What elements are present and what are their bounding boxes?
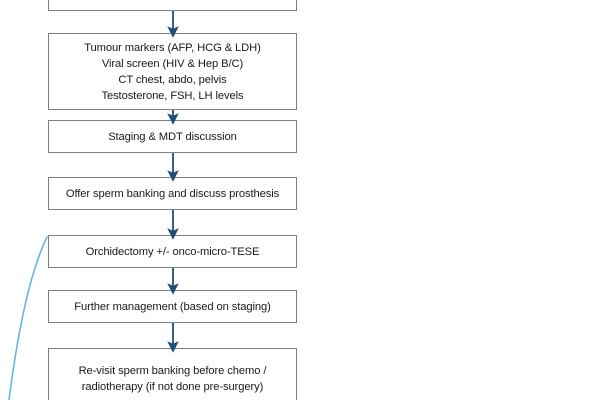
node-staging-mdt-label: Staging & MDT discussion xyxy=(108,130,237,143)
feedback-curve xyxy=(8,236,48,400)
node-further-management-label: Further management (based on staging) xyxy=(74,300,271,313)
node-investigations-label: Tumour markers (AFP, HCG & LDH) Viral sc… xyxy=(84,41,261,102)
node-revisit-sperm-banking-label: Re-visit sperm banking before chemo / ra… xyxy=(78,365,267,393)
node-staging-mdt: Staging & MDT discussion xyxy=(48,120,297,153)
node-orchidectomy-label: Orchidectomy +/- onco-micro-TESE xyxy=(85,245,260,258)
node-revisit-sperm-banking: Re-visit sperm banking before chemo / ra… xyxy=(48,348,297,400)
node-top-partial xyxy=(48,0,297,11)
node-investigations: Tumour markers (AFP, HCG & LDH) Viral sc… xyxy=(48,33,297,110)
node-further-management: Further management (based on staging) xyxy=(48,290,297,323)
node-orchidectomy: Orchidectomy +/- onco-micro-TESE xyxy=(48,235,297,268)
node-sperm-banking-prosthesis: Offer sperm banking and discuss prosthes… xyxy=(48,177,297,210)
node-sperm-banking-prosthesis-label: Offer sperm banking and discuss prosthes… xyxy=(65,187,280,200)
